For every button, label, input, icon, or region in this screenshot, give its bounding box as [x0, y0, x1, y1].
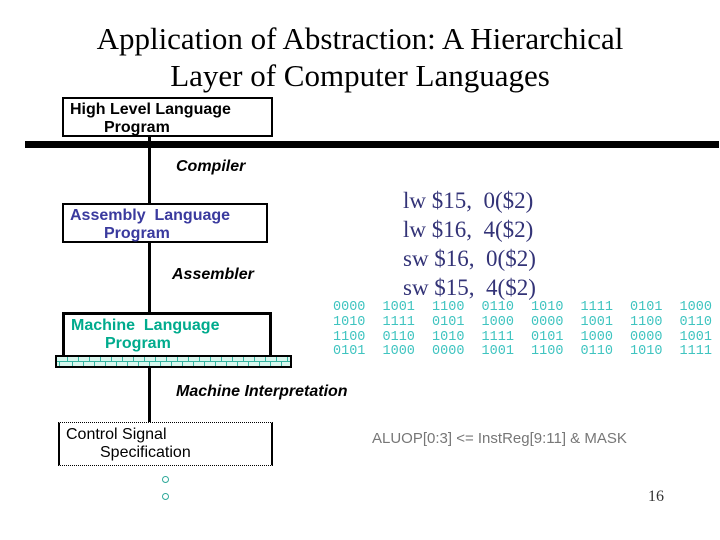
memory-hatch-row	[57, 357, 290, 362]
assembly-language-box-line2: Program	[104, 225, 170, 242]
assembly-code-line: lw $15, 0($2)	[403, 188, 534, 213]
machine-code-row: 1010 1111 0101 1000 0000 1001 1100 0110	[333, 314, 712, 330]
assembly-code-line: sw $15, 4($2)	[403, 275, 536, 300]
high-level-language-box: High Level Language Program	[62, 97, 273, 137]
slide-title: Application of Abstraction: A Hierarchic…	[0, 20, 720, 94]
machine-code-binary: 0000 1001 1100 0110 1010 1111 0101 1000 …	[333, 300, 712, 360]
assembly-language-box-line1: Assembly Language	[70, 207, 231, 224]
compiler-label: Compiler	[176, 158, 246, 175]
control-signal-box: Control Signal Specification	[58, 422, 273, 466]
control-signal-box-line2: Specification	[100, 444, 191, 461]
assembler-label: Assembler	[172, 266, 254, 283]
high-level-language-box-line2: Program	[104, 119, 170, 136]
machine-code-row: 0101 1000 0000 1001 1100 0110 1010 1111	[333, 344, 712, 360]
assembly-code-listing: lw $15, 0($2) lw $16, 4($2) sw $16, 0($2…	[403, 186, 536, 302]
machine-language-box: Machine Language Program	[62, 312, 272, 355]
control-signal-box-line1: Control Signal	[66, 426, 167, 443]
memory-hatch-row	[57, 362, 290, 366]
continuation-dot	[162, 493, 169, 500]
machine-language-box-line2: Program	[105, 335, 171, 352]
assembly-language-box: Assembly Language Program	[62, 203, 268, 243]
title-line-2: Layer of Computer Languages	[170, 58, 550, 93]
page-number: 16	[648, 488, 664, 505]
machine-code-row: 1100 0110 1010 1111 0101 1000 0000 1001	[333, 329, 712, 345]
connector-line-machine-interpretation	[148, 368, 151, 422]
memory-hatch-band	[55, 355, 292, 368]
machine-language-box-line1: Machine Language	[71, 317, 220, 334]
title-line-1: Application of Abstraction: A Hierarchic…	[96, 21, 624, 56]
high-level-language-box-line1: High Level Language	[70, 101, 231, 118]
machine-interpretation-label: Machine Interpretation	[176, 383, 348, 400]
machine-code-row: 0000 1001 1100 0110 1010 1111 0101 1000	[333, 300, 712, 315]
continuation-dot	[162, 476, 169, 483]
control-signal-example: ALUOP[0:3] <= InstReg[9:11] & MASK	[372, 430, 627, 447]
connector-line-compiler	[148, 137, 151, 203]
connector-line-assembler	[148, 243, 151, 312]
assembly-code-line: sw $16, 0($2)	[403, 246, 536, 271]
divider-bar	[25, 141, 719, 148]
assembly-code-line: lw $16, 4($2)	[403, 217, 534, 242]
